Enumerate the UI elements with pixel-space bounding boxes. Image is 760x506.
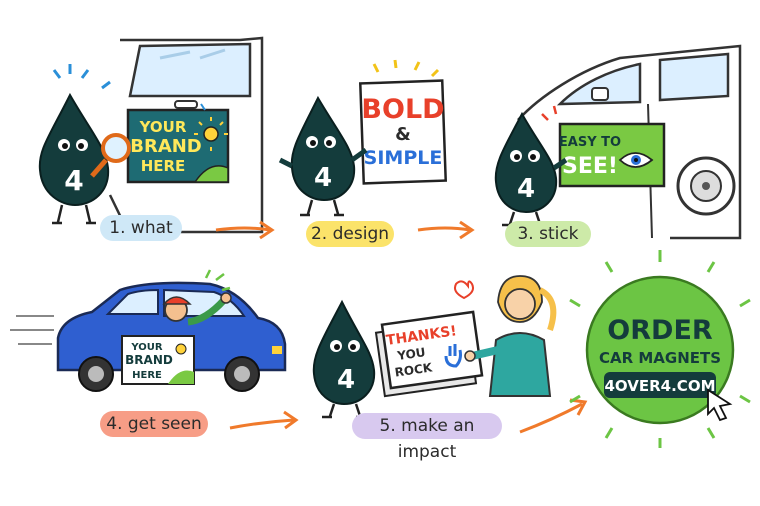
magnet4-line3: HERE [132,370,162,381]
order-cta[interactable]: ORDER CAR MAGNETS 4OVER4.COM [585,275,735,425]
magnifier-icon [90,133,131,178]
magnet-car-brand: YOUR BRAND HERE [121,335,195,385]
magnet-your-brand-here: YOUR BRAND HERE [126,108,230,184]
sign-thanks-you-rock: THANKS! YOU ROCK [374,310,484,398]
step-label-5: 5. make an impact [352,413,502,462]
mascot-drop-1: 4 [38,92,110,225]
cta-line3: 4OVER4.COM [604,377,715,395]
cta-line2: CAR MAGNETS [599,349,721,367]
arrow-4-to-5 [229,410,299,430]
magnet1-line2: BRAND [130,136,202,157]
mascot-drop-2: 4 [278,95,368,217]
magnet1-line3: HERE [141,157,186,175]
hill-icon [193,165,229,183]
mascot-number-1: 4 [64,164,83,197]
magnet4-line2: BRAND [125,353,173,367]
cta-line1: ORDER [607,315,713,346]
magnet-easy-to-see: EASY TO SEE! [558,122,666,188]
sign-bold-simple: BOLD & SIMPLE [358,79,448,185]
blue-car [56,281,287,392]
heart-icon [454,280,474,300]
rock-hand-icon [444,344,462,368]
sign5-line3: ROCK [394,360,434,379]
cta-burst-lines [569,250,751,448]
step-label-1: 1. what [100,215,182,241]
magnet3-line1: EASY TO [559,135,621,150]
arrow-2-to-3 [417,220,475,240]
eye-icon [618,152,654,168]
customer [464,275,557,397]
step-label-3: 3. stick [505,221,591,247]
mascot-drop-5: 4 [312,299,376,419]
mascot-number-5: 4 [337,365,355,395]
mascot-drop-3: 4 [494,111,568,227]
sign2-line3: SIMPLE [364,147,443,169]
mascot-number-3: 4 [517,174,535,204]
cursor-icon [707,388,733,422]
sign2-line1: BOLD [361,94,444,125]
arrow-1-to-2 [215,220,275,240]
arrow-5-to-cta [519,398,588,434]
driver [162,292,232,326]
step-label-4: 4. get seen [100,411,208,437]
sign2-line2: & [395,124,411,145]
mascot-number-2: 4 [314,163,332,193]
magnet3-line2: SEE! [562,154,618,179]
sign5-line2: YOU [396,345,427,363]
magnet4-line1: YOUR [130,342,163,353]
sun-icon [194,117,228,151]
step-label-2: 2. design [306,221,394,247]
speed-lines [10,315,54,345]
magnet1-line1: YOUR [139,118,187,136]
